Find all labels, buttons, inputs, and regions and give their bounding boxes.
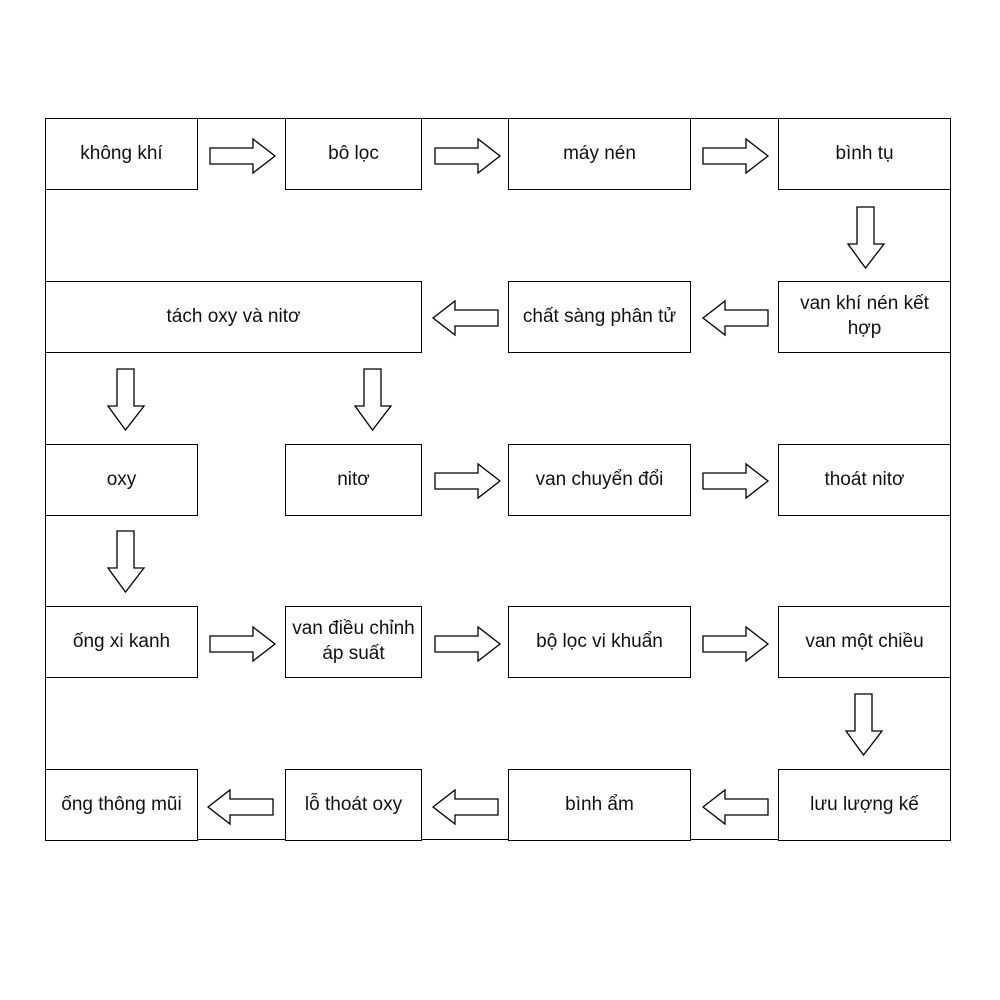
arrow-right-icon [434, 137, 502, 175]
node-van-mot-chieu: van một chiều [778, 606, 951, 678]
arrow-down-icon [844, 693, 884, 757]
arrow-down-icon [846, 206, 886, 270]
node-bo-loc: bô lọc [285, 118, 422, 190]
node-nito: nitơ [285, 444, 422, 516]
arrow-right-icon [209, 137, 277, 175]
node-bo-loc-vi-khuan: bộ lọc vi khuẩn [508, 606, 691, 678]
arrow-left-icon [431, 299, 499, 337]
arrow-down-icon [106, 368, 146, 432]
node-khong-khi: không khí [45, 118, 198, 190]
arrow-down-icon [353, 368, 393, 432]
node-oxy: oxy [45, 444, 198, 516]
node-ong-thong-mui: ống thông mũi [45, 769, 198, 841]
node-van-khi-nen-ket-hop: van khí nén kết hợp [778, 281, 951, 353]
arrow-right-icon [702, 137, 770, 175]
node-binh-am: bình ẩm [508, 769, 691, 841]
arrow-left-icon [701, 788, 769, 826]
arrow-right-icon [702, 625, 770, 663]
node-van-chuyen-doi: van chuyển đổi [508, 444, 691, 516]
node-binh-tu: bình tụ [778, 118, 951, 190]
node-ong-xi-kanh: ống xi kanh [45, 606, 198, 678]
arrow-right-icon [209, 625, 277, 663]
arrow-left-icon [206, 788, 274, 826]
arrow-down-icon [106, 530, 146, 594]
node-may-nen: máy nén [508, 118, 691, 190]
node-lo-thoat-oxy: lỗ thoát oxy [285, 769, 422, 841]
node-chat-sang-phan-tu: chất sàng phân tử [508, 281, 691, 353]
arrow-right-icon [702, 462, 770, 500]
arrow-left-icon [431, 788, 499, 826]
node-tach-oxy-va-nito: tách oxy và nitơ [45, 281, 422, 353]
node-van-dieu-chinh-ap-suat: van điều chỉnh áp suất [285, 606, 422, 678]
arrow-right-icon [434, 625, 502, 663]
arrow-left-icon [701, 299, 769, 337]
arrow-right-icon [434, 462, 502, 500]
node-thoat-nito: thoát nitơ [778, 444, 951, 516]
node-luu-luong-ke: lưu lượng kế [778, 769, 951, 841]
